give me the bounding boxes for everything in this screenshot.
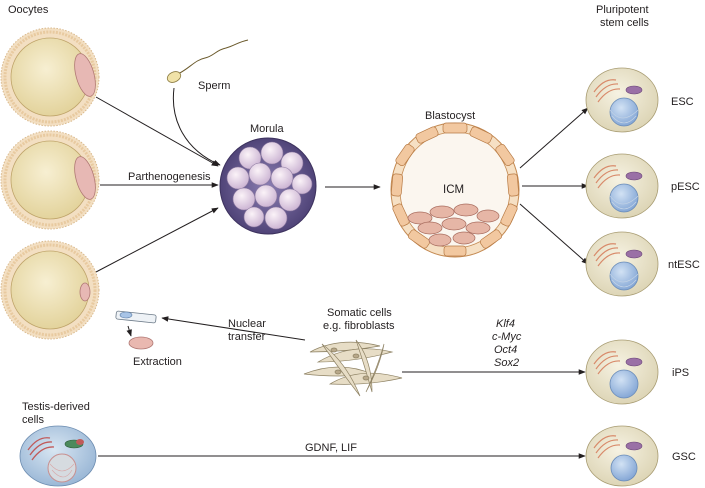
nuclear-transfer-label-2: transfer: [228, 331, 266, 343]
parthenogenesis-label: Parthenogenesis: [128, 171, 211, 183]
testis-cell: [19, 425, 97, 487]
testis-label-2: cells: [22, 414, 45, 426]
nuclear-transfer-arrow: [161, 316, 306, 341]
oocyte-2: [0, 130, 100, 230]
oocytes-label: Oocytes: [8, 4, 49, 16]
extraction-label: Extraction: [133, 356, 182, 368]
stem-cell-gsc: [585, 425, 659, 487]
icm-label: ICM: [443, 184, 464, 196]
factor-cmyc: c-Myc: [492, 331, 522, 343]
to-esc-arrow: [519, 107, 589, 169]
pluripotent-label-1: Pluripotent: [596, 4, 649, 16]
somatic-label-2: e.g. fibroblasts: [323, 320, 395, 332]
factor-sox2: Sox2: [494, 357, 519, 369]
blastocyst-label: Blastocyst: [425, 110, 475, 122]
oocyte3-arrow: [95, 207, 219, 273]
stem-cell-pesc: [585, 153, 659, 219]
nuclear-transfer-label-1: Nuclear: [228, 318, 266, 330]
oocyte-3: [0, 240, 100, 340]
stem-cell-ips: [585, 339, 659, 405]
to-ntesc-arrow: [519, 203, 589, 265]
somatic-label-1: Somatic cells: [327, 307, 392, 319]
pluripotent-label-2: stem cells: [600, 17, 649, 29]
stem-cell-label-ntesc: ntESC: [668, 259, 700, 271]
stem-cell-label-pesc: pESC: [671, 181, 700, 193]
stem-cell-esc: [585, 67, 659, 133]
morula: [219, 137, 317, 235]
sperm-arrow: [172, 87, 221, 166]
factor-klf4: Klf4: [496, 318, 515, 330]
oocyte-1: [0, 27, 100, 127]
fibroblasts: [303, 339, 403, 397]
stem-cell-label-ips: iPS: [672, 367, 689, 379]
sperm-icon: [166, 39, 249, 83]
oocyte1-arrow: [95, 96, 219, 167]
extraction-pipette: [115, 310, 157, 324]
gdnf-label: GDNF, LIF: [305, 442, 357, 454]
morula-label: Morula: [250, 123, 285, 135]
extracted-nucleus: [128, 336, 154, 350]
blastocyst: [390, 122, 520, 258]
factor-oct4: Oct4: [494, 344, 517, 356]
sperm-label: Sperm: [198, 80, 230, 92]
stem-cell-label-gsc: GSC: [672, 451, 696, 463]
stem-cell-label-esc: ESC: [671, 96, 694, 108]
testis-label-1: Testis-derived: [22, 401, 90, 413]
stem-cell-ntesc: [585, 231, 659, 297]
